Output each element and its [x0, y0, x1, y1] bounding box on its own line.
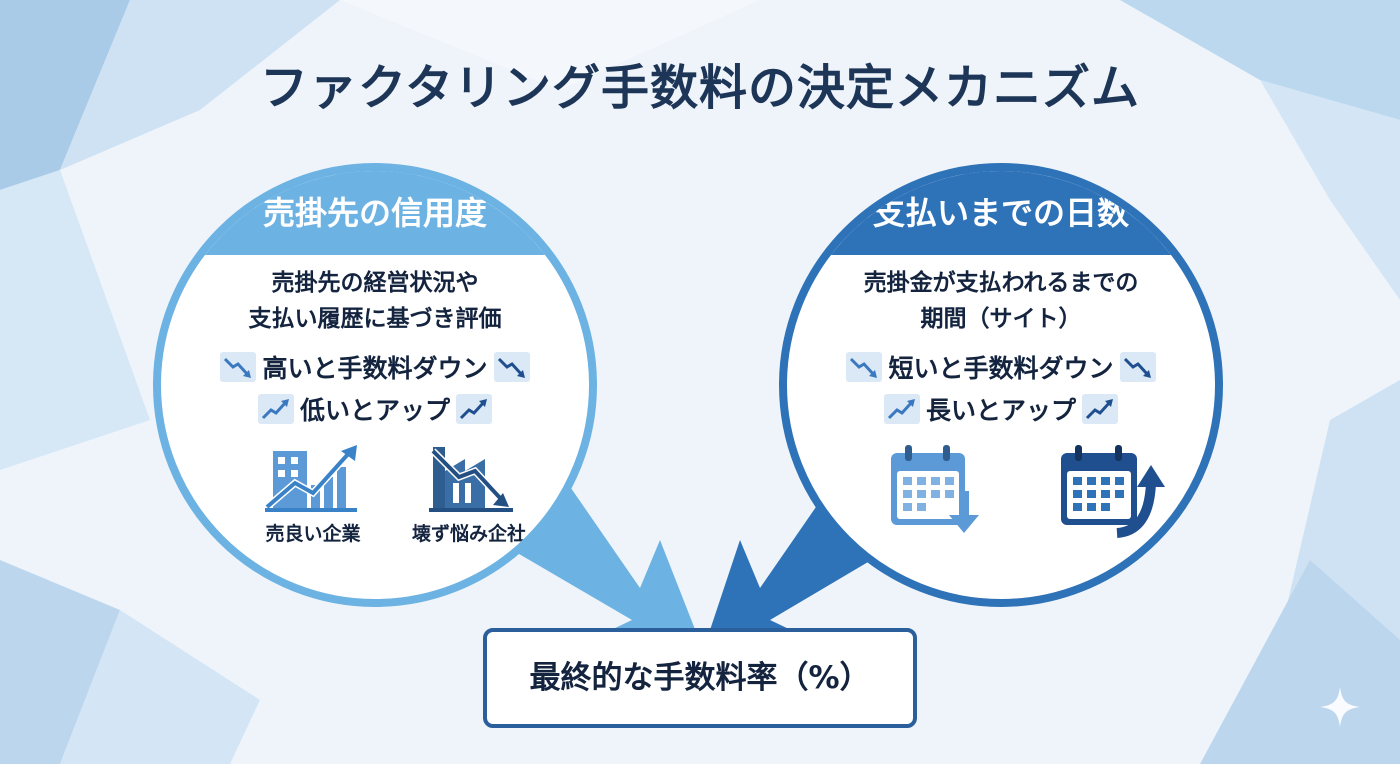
credit-rule-down-text: 高いと手数料ダウン: [262, 354, 488, 383]
bad-company-label: 壊ず悩み企社: [411, 523, 526, 545]
payment-rule-down: 短いと手数料ダウン: [787, 349, 1215, 385]
payment-rule-down-text: 短いと手数料ダウン: [888, 354, 1114, 383]
payment-rule-up-text: 長いとアップ: [925, 396, 1076, 425]
credit-description-line1: 売掛先の経営状況や: [271, 270, 479, 296]
page-title: ファクタリング手数料の決定メカニズム: [259, 60, 1141, 116]
calendar-down-icon: [891, 445, 979, 533]
final-fee-rate-box: 最終的な手数料率（%）: [483, 628, 917, 728]
trend-up-icon: [883, 394, 920, 424]
trend-up-icon: [257, 394, 294, 424]
final-fee-rate-label: 最終的な手数料率（%）: [529, 660, 871, 696]
payment-term-description: 売掛金が支払われるまでの 期間（サイト）: [787, 265, 1215, 337]
credit-description-line2: 支払い履歴に基づき評価: [248, 306, 502, 332]
trend-down-icon: [493, 352, 530, 382]
payment-description-line2: 期間（サイト）: [920, 306, 1082, 332]
calendar-up-icon: [1061, 445, 1165, 538]
factory-decline-icon: [429, 447, 513, 512]
trend-down-icon: [1119, 352, 1156, 382]
credit-factor-heading: 売掛先の信用度: [161, 171, 589, 255]
credit-rule-up: 低いとアップ: [161, 391, 589, 427]
trend-up-icon: [456, 394, 492, 424]
good-company-label: 売良い企業: [265, 523, 361, 545]
building-growth-icon: [265, 445, 357, 512]
trend-down-icon: [846, 352, 883, 382]
credit-rule-down: 高いと手数料ダウン: [161, 349, 589, 385]
payment-term-factor-circle: 支払いまでの日数 売掛金が支払われるまでの 期間（サイト） 短いと手数料ダウン …: [779, 163, 1223, 607]
credit-factor-circle: 売掛先の信用度 売掛先の経営状況や 支払い履歴に基づき評価 高いと手数料ダウン …: [153, 163, 597, 607]
payment-term-heading: 支払いまでの日数: [787, 171, 1215, 255]
trend-down-icon: [220, 352, 257, 382]
credit-rule-up-text: 低いとアップ: [299, 396, 450, 425]
sparkle-icon: [1320, 687, 1360, 727]
credit-factor-description: 売掛先の経営状況や 支払い履歴に基づき評価: [161, 265, 589, 337]
payment-rule-up: 長いとアップ: [787, 391, 1215, 427]
payment-description-line1: 売掛金が支払われるまでの: [863, 270, 1139, 296]
trend-up-icon: [1082, 394, 1118, 424]
